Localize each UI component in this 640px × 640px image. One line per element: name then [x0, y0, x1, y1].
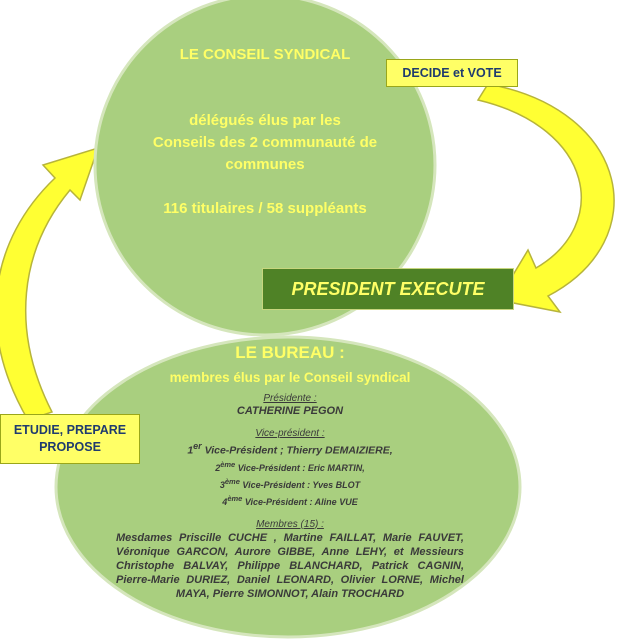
conseil-circle — [93, 0, 437, 337]
etudie-prepare-box: ETUDIE, PREPARE PROPOSE — [0, 414, 140, 464]
presidente-label: Présidente : — [263, 393, 317, 404]
vp1-line: 1er Vice-Président ; Thierry DEMAIZIERE, — [187, 441, 393, 457]
etudie-line1: ETUDIE, PREPARE — [13, 423, 127, 437]
conseil-count: 116 titulaires / 58 suppléants — [163, 200, 367, 217]
conseil-text-block: LE CONSEIL SYNDICAL délégués élus par le… — [105, 44, 425, 220]
conseil-line3: communes — [225, 156, 305, 173]
presidente-name: CATHERINE PEGON — [236, 405, 344, 417]
etudie-line2: PROPOSE — [39, 440, 101, 454]
bureau-ellipse — [54, 335, 522, 639]
right-curved-arrow — [476, 83, 615, 314]
conseil-line1: délégués élus par les — [189, 112, 341, 129]
members-text: Mesdames Priscille CUCHE , Martine FAILL… — [116, 531, 464, 600]
bureau-body: Présidente : CATHERINE PEGON Vice-présid… — [100, 392, 480, 601]
conseil-line2: Conseils des 2 communauté de — [152, 134, 378, 151]
bureau-title: LE BUREAU : — [235, 343, 345, 362]
bureau-subtitle: membres élus par le Conseil syndical — [169, 370, 411, 385]
decide-vote-box: DECIDE et VOTE — [386, 59, 518, 87]
left-curved-arrow — [0, 146, 100, 421]
vp4-line: 4ème Vice-Président : Aline VUE — [222, 493, 358, 507]
members-label: Membres (15) : — [256, 518, 324, 530]
vp2-line: 2ème Vice-Président : Eric MARTIN, — [215, 459, 365, 473]
conseil-title: LE CONSEIL SYNDICAL — [179, 46, 351, 63]
vp3-line: 3ème Vice-Président : Yves BLOT — [219, 476, 361, 490]
vp-label: Vice-président : — [255, 428, 325, 439]
president-execute-box: PRESIDENT EXECUTE — [262, 268, 514, 310]
